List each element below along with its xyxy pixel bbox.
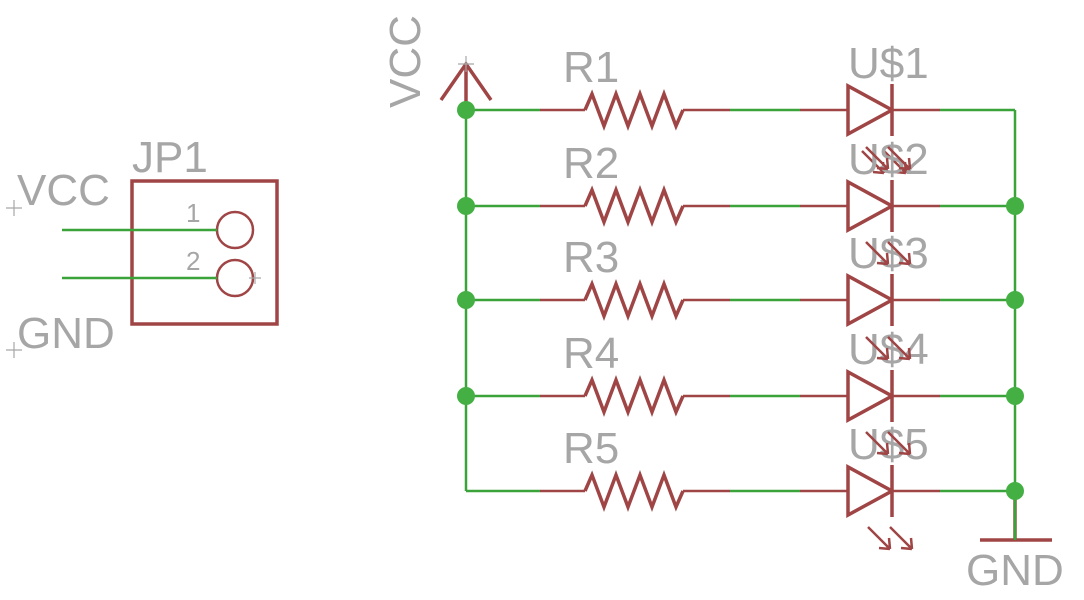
connector-pin-1-number: 1 — [186, 198, 200, 228]
connector-pin-2-pad — [215, 258, 255, 298]
resistor-r4-icon — [583, 375, 685, 417]
resistor-r4-label: R4 — [563, 329, 619, 378]
resistor-r3-icon — [583, 279, 685, 321]
junction-dot — [457, 291, 475, 309]
vcc-supply-label: VCC — [381, 15, 430, 108]
led-u4-light-arrows-icon — [865, 336, 912, 361]
resistor-r5-label: R5 — [563, 424, 619, 473]
connector-pin-1-pad — [215, 210, 255, 250]
resistor-r1-label: R1 — [563, 43, 619, 92]
led-u1-icon — [846, 83, 896, 137]
connector-body — [130, 179, 279, 326]
led-u2-light-arrows-icon — [865, 146, 912, 171]
connector-net-gnd-label: GND — [17, 309, 115, 358]
resistor-r2-label: R2 — [563, 139, 619, 188]
resistor-r2-icon — [583, 185, 685, 227]
junction-dot — [1006, 291, 1024, 309]
row-4: R4 U$4 — [466, 325, 1015, 423]
junction-dot — [457, 197, 475, 215]
led-u4-icon — [846, 369, 896, 423]
junctions — [457, 101, 1024, 500]
gnd-cross-marker — [6, 342, 22, 358]
junction-dot — [1006, 387, 1024, 405]
junction-dot — [457, 101, 475, 119]
junction-dot — [1006, 197, 1024, 215]
led-u5-light-arrows-icon — [867, 526, 914, 551]
resistor-r1-icon — [583, 89, 685, 131]
junction-dot — [457, 387, 475, 405]
connector-net-vcc-label: VCC — [17, 166, 110, 215]
led-u3-label: U$3 — [848, 229, 929, 278]
row-3: R3 U$3 — [466, 229, 1015, 327]
connector-pin-2-number: 2 — [186, 246, 200, 276]
connector-jp1: JP1 1 2 VCC GND — [6, 133, 279, 358]
row-5: R5 U$5 — [466, 420, 1015, 551]
vcc-cross-marker — [6, 200, 22, 216]
resistor-r3-label: R3 — [563, 233, 619, 282]
gnd-supply-label: GND — [966, 546, 1064, 595]
led-u2-icon — [846, 179, 896, 233]
connector-name: JP1 — [132, 133, 208, 182]
vcc-supply: VCC — [381, 15, 493, 110]
led-u1-label: U$1 — [848, 39, 929, 88]
led-u3-light-arrows-icon — [865, 241, 912, 266]
junction-dot — [1006, 482, 1024, 500]
row-2: R2 U$2 — [466, 135, 1015, 233]
led-u3-icon — [846, 273, 896, 327]
row-1: R1 U$1 — [466, 39, 1015, 175]
resistor-r5-icon — [583, 470, 685, 512]
led-u5-light-arrows-upper-icon — [865, 431, 912, 456]
led-u5-icon — [846, 464, 896, 518]
